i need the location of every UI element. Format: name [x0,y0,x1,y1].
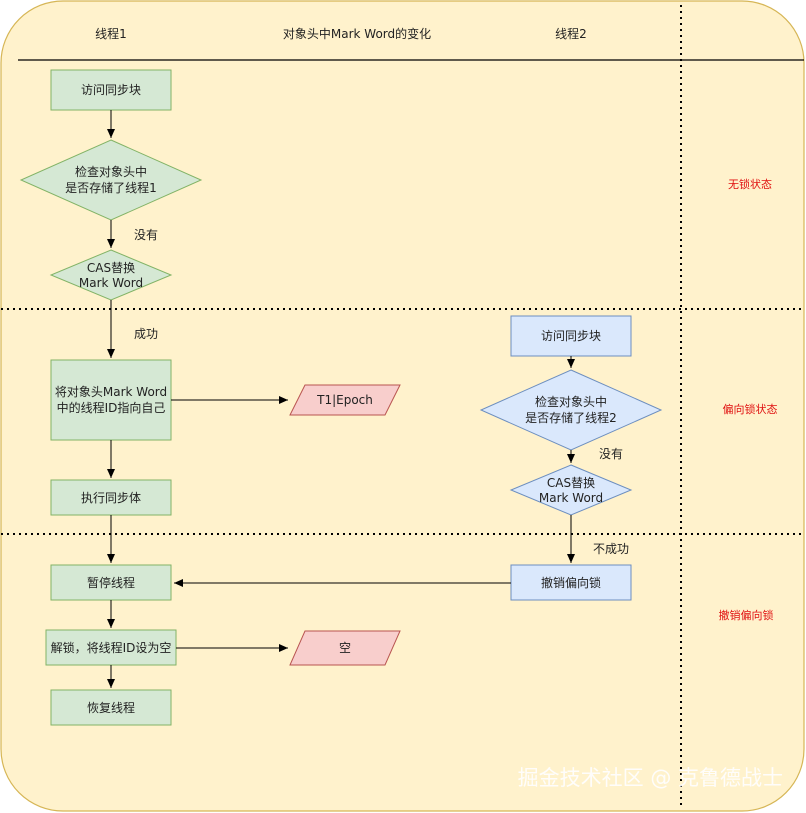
t1-check-line1: 检查对象头中 [75,164,147,179]
t2-revoke-bias-label: 撤销偏向锁 [541,575,601,590]
zone-label-unlocked: 无锁状态 [728,177,772,191]
zone-label-revoke: 撤销偏向锁 [719,608,774,622]
t1-pause-thread-node: 暂停线程 [50,564,172,601]
t2-check-decision: 检查对象头中 是否存储了线程2 [479,369,663,451]
empty-data-node: 空 [289,630,401,666]
t1-access-sync-label: 访问同步块 [81,83,141,97]
t1-point-line2: 中的线程ID指向自己 [57,400,166,415]
t1-unlock-node: 解锁，将线程ID设为空 [45,629,177,666]
empty-value: 空 [339,641,351,655]
t2-check-line2: 是否存储了线程2 [525,410,617,425]
t1-unlock-label: 解锁，将线程ID设为空 [51,640,172,655]
t2-revoke-bias-node: 撤销偏向锁 [510,564,632,601]
header-thread1: 线程1 [95,26,127,41]
header-center-title: 对象头中Mark Word的变化 [283,26,431,41]
t2-access-sync-label: 访问同步块 [541,329,601,343]
epoch-data-node: T1|Epoch [289,384,401,416]
t1-point-line1: 将对象头Mark Word [55,385,167,399]
t1-access-sync-node: 访问同步块 [50,69,172,111]
t2-check-line1: 检查对象头中 [535,394,607,409]
t2-cas-decision: CAS替换 Mark Word [509,464,633,516]
t1-cas-decision: CAS替换 Mark Word [49,249,173,301]
t1-check-line2: 是否存储了线程1 [65,180,157,195]
t1-exec-sync-label: 执行同步体 [81,491,141,505]
t2-cas-line2: Mark Word [539,491,603,505]
t2-fail-label: 不成功 [593,542,629,556]
t2-no-label: 没有 [599,446,623,461]
watermark: 掘金技术社区 @ 克鲁德战士 [518,766,783,790]
t1-exec-sync-node: 执行同步体 [50,479,172,516]
t1-resume-thread-label: 恢复线程 [87,700,135,715]
t1-cas-line1: CAS替换 [87,261,135,275]
zone-label-biased: 偏向锁状态 [723,402,778,416]
t2-access-sync-node: 访问同步块 [510,315,632,357]
epoch-value: T1|Epoch [316,393,373,407]
t1-point-to-self-node: 将对象头Mark Word 中的线程ID指向自己 [50,359,172,441]
t1-pause-thread-label: 暂停线程 [87,575,135,590]
t1-cas-line2: Mark Word [79,276,143,290]
t1-success-label: 成功 [134,327,158,341]
t2-cas-line1: CAS替换 [547,476,595,490]
t1-no-label: 没有 [134,227,158,242]
header-thread2: 线程2 [555,26,587,41]
t1-resume-thread-node: 恢复线程 [50,689,172,726]
